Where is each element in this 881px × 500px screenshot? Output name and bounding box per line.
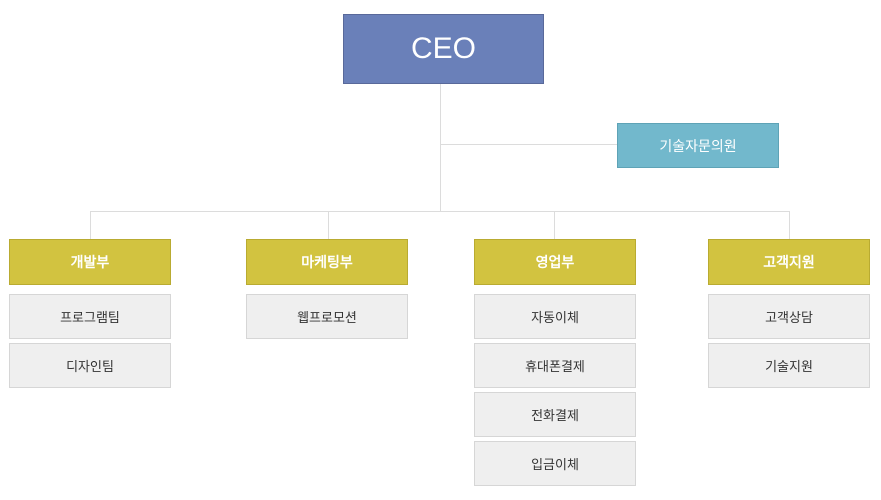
dept-dev: 개발부 [9, 239, 171, 285]
team-sales-autotransfer: 자동이체 [474, 294, 636, 339]
connector-dept-support [789, 211, 790, 239]
dept-support: 고객지원 [708, 239, 870, 285]
connector-dept-bar [90, 211, 790, 212]
team-marketing-webpromo: 웹프로모션 [246, 294, 408, 339]
team-support-consult: 고객상담 [708, 294, 870, 339]
connector-dept-marketing [328, 211, 329, 239]
dept-marketing: 마케팅부 [246, 239, 408, 285]
team-sales-mobilepay: 휴대폰결제 [474, 343, 636, 388]
team-dev-design: 디자인팀 [9, 343, 171, 388]
advisory-node: 기술자문의원 [617, 123, 779, 168]
connector-dept-sales [554, 211, 555, 239]
team-dev-program: 프로그램팀 [9, 294, 171, 339]
dept-sales: 영업부 [474, 239, 636, 285]
team-sales-phonepay: 전화결제 [474, 392, 636, 437]
team-sales-deposit: 입금이체 [474, 441, 636, 486]
connector-ceo-trunk [440, 84, 441, 212]
connector-dept-dev [90, 211, 91, 239]
ceo-node: CEO [343, 14, 544, 84]
team-support-tech: 기술지원 [708, 343, 870, 388]
connector-advisory [440, 144, 617, 145]
